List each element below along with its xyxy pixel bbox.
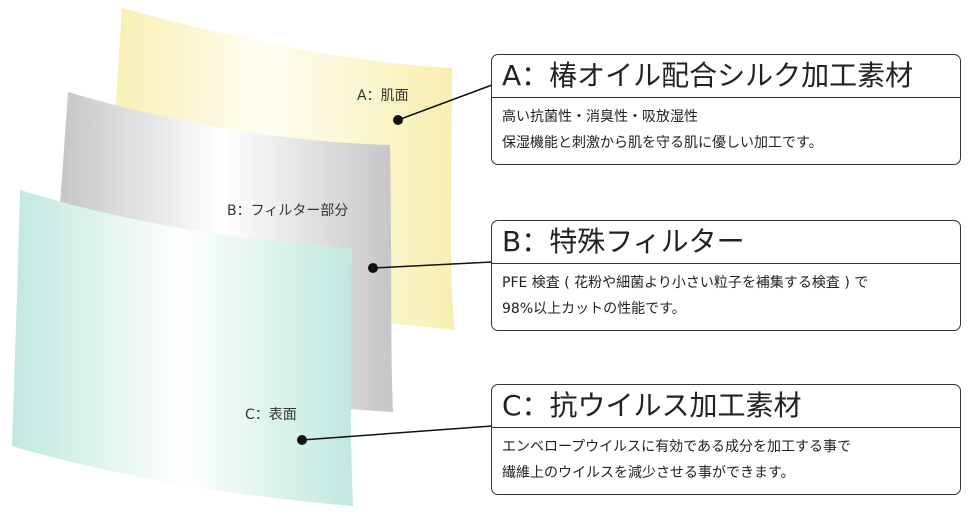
leader-line-c: [301, 425, 493, 441]
card-a-title: A：椿オイル配合シルク加工素材: [491, 54, 961, 97]
leader-dot-b: [368, 263, 378, 273]
card-b-line-2: 98%以上カットの性能です。: [502, 301, 686, 317]
card-a-line-1: 高い抗菌性・消臭性・吸放湿性: [502, 109, 698, 125]
layer-a-label: A：肌面: [357, 88, 409, 104]
card-c-line-2: 繊維上のウイルスを減少させる事ができます。: [502, 465, 795, 481]
layer-c-label: C：表面: [245, 407, 297, 423]
card-b-title: B：特殊フィルター: [491, 220, 961, 263]
leader-dot-a: [393, 115, 403, 125]
leader-line-b: [372, 261, 493, 269]
layer-c-sheet: [12, 190, 353, 506]
leader-line-a: [397, 84, 493, 121]
card-c-line-1: エンベロープウイルスに有効である成分を加工する事で: [502, 439, 852, 455]
card-a-body: 高い抗菌性・消臭性・吸放湿性 保湿機能と刺激から肌を守る肌に優しい加工です。: [491, 97, 961, 165]
card-b-line-1: PFE 検査 ( 花粉や細菌より小さい粒子を補集する検査 ) で: [502, 275, 869, 291]
leader-dot-c: [297, 435, 307, 445]
card-c-body: エンベロープウイルスに有効である成分を加工する事で 繊維上のウイルスを減少させる…: [491, 427, 961, 495]
card-b-body: PFE 検査 ( 花粉や細菌より小さい粒子を補集する検査 ) で 98%以上カッ…: [491, 263, 961, 331]
card-c-title: C：抗ウイルス加工素材: [491, 384, 961, 427]
card-a-line-2: 保湿機能と刺激から肌を守る肌に優しい加工です。: [502, 135, 823, 151]
layer-b-label: B：フィルター部分: [227, 203, 349, 219]
